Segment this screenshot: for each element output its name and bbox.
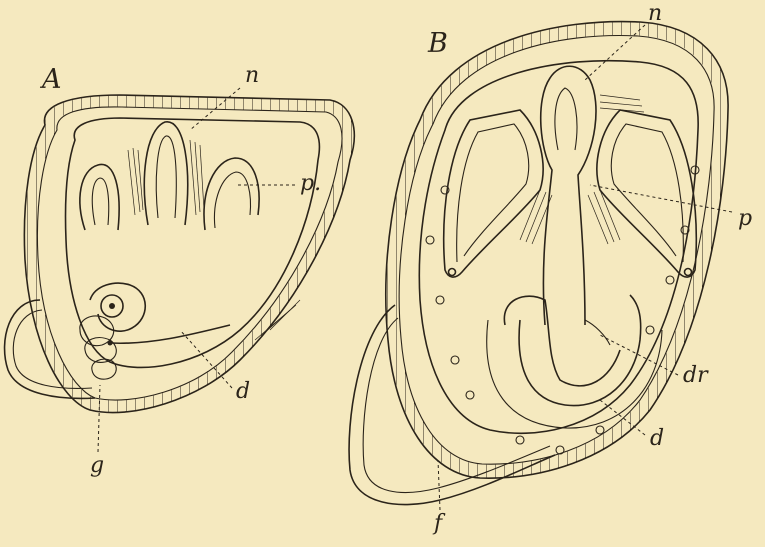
figure-a-label-p: p. — [300, 171, 321, 196]
figure-a-outer-wall-inner — [37, 107, 342, 400]
figure-b-neural-tube — [541, 66, 596, 325]
figure-b-label-n: n — [648, 1, 662, 26]
figure-b-gut — [504, 296, 620, 386]
figure-b: B n p dr d f — [349, 1, 752, 536]
figure-b-label-p: p — [738, 206, 752, 231]
figure-b-letter: B — [427, 28, 448, 59]
figure-a: A n p. d g — [5, 63, 355, 478]
figure-a-label-n: n — [245, 63, 259, 88]
figure-b-label-dr: dr — [683, 363, 709, 388]
figure-a-cell-divisions — [30, 101, 348, 406]
figure-b-label-d: d — [650, 426, 664, 451]
figure-b-outer-wall-inner — [399, 36, 714, 465]
figure-a-label-g: g — [90, 453, 104, 478]
figure-a-process-left — [80, 164, 119, 230]
figure-b-dr-structure — [585, 320, 610, 345]
figure-a-label-d: d — [236, 379, 250, 404]
figure-a-process-middle — [144, 122, 187, 225]
figure-b-cells — [426, 166, 699, 454]
figure-b-loop-left — [444, 110, 543, 277]
figure-a-letter: A — [39, 64, 62, 95]
figure-b-label-f: f — [432, 511, 446, 536]
figure-b-loop-right — [597, 110, 696, 277]
figure-a-amnion — [65, 118, 319, 367]
figure-a-gut — [80, 283, 230, 379]
figure-a-process-right — [204, 158, 259, 230]
